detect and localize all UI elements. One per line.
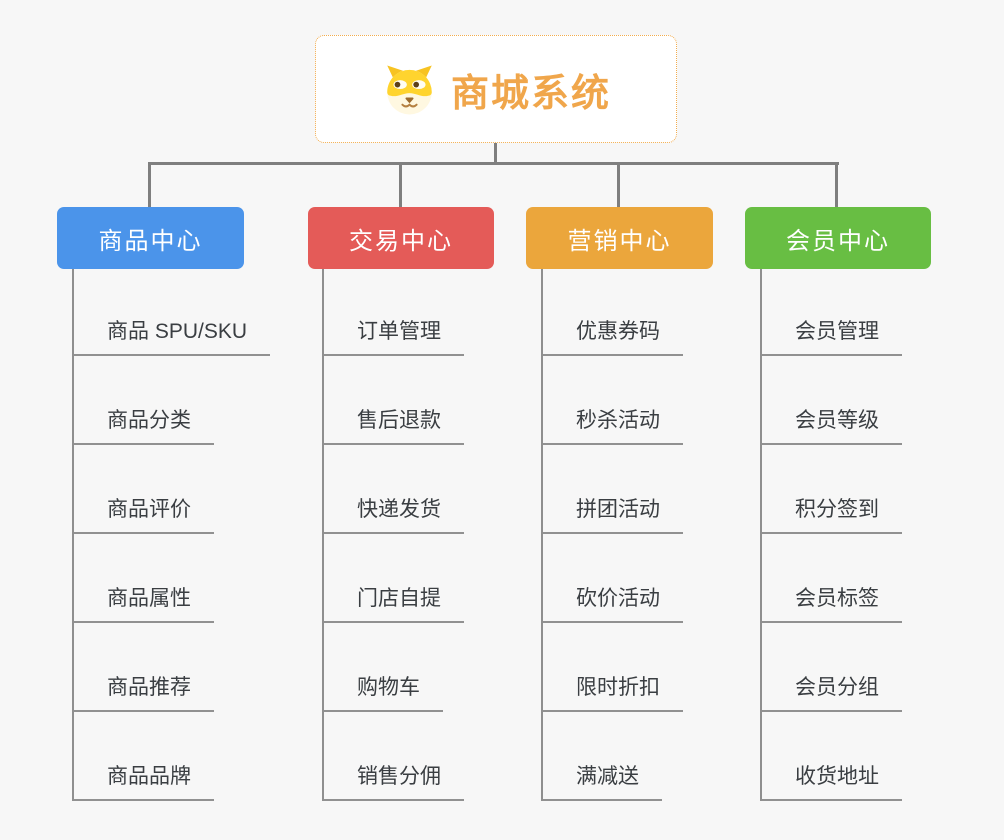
subtopic-node[interactable]: 满减送 [543, 712, 662, 801]
branch-node-member-center[interactable]: 会员中心 [745, 207, 931, 269]
subtopic-node[interactable]: 商品品牌 [74, 712, 214, 801]
connector-horizontal-bus [148, 162, 839, 165]
subtopic-node[interactable]: 优惠券码 [543, 267, 683, 356]
subtopic-node[interactable]: 积分签到 [762, 445, 902, 534]
branch-children-trade-center: 订单管理 售后退款 快递发货 门店自提 购物车 销售分佣 [322, 267, 464, 801]
root-node-label: 商城系统 [450, 72, 611, 115]
subtopic-node[interactable]: 会员管理 [762, 267, 902, 356]
subtopic-node[interactable]: 会员标签 [762, 534, 902, 623]
subtopic-node[interactable]: 销售分佣 [324, 712, 464, 801]
branch-node-marketing-center[interactable]: 营销中心 [526, 207, 713, 269]
connector-branch-stem [399, 162, 402, 210]
subtopic-node[interactable]: 商品推荐 [74, 623, 214, 712]
subtopic-node[interactable]: 商品 SPU/SKU [74, 267, 271, 356]
root-node[interactable]: 商城系统 [315, 35, 677, 143]
subtopic-node[interactable]: 快递发货 [324, 445, 464, 534]
connector-branch-stem [835, 162, 838, 210]
subtopic-node[interactable]: 门店自提 [324, 534, 464, 623]
branch-node-product-center[interactable]: 商品中心 [57, 207, 244, 269]
subtopic-node[interactable]: 会员分组 [762, 623, 902, 712]
branch-children-marketing-center: 优惠券码 秒杀活动 拼团活动 砍价活动 限时折扣 满减送 [541, 267, 683, 801]
subtopic-node[interactable]: 商品评价 [74, 445, 214, 534]
branch-children-product-center: 商品 SPU/SKU 商品分类 商品评价 商品属性 商品推荐 商品品牌 [72, 267, 271, 801]
subtopic-node[interactable]: 商品分类 [74, 356, 214, 445]
subtopic-node[interactable]: 会员等级 [762, 356, 902, 445]
subtopic-node[interactable]: 商品属性 [74, 534, 214, 623]
branch-children-member-center: 会员管理 会员等级 积分签到 会员标签 会员分组 收货地址 [760, 267, 902, 801]
subtopic-node[interactable]: 秒杀活动 [543, 356, 683, 445]
connector-branch-stem [617, 162, 620, 210]
subtopic-node[interactable]: 限时折扣 [543, 623, 683, 712]
subtopic-node[interactable]: 砍价活动 [543, 534, 683, 623]
connector-root-stem [494, 142, 497, 164]
shiba-dog-icon [381, 61, 438, 118]
connector-branch-stem [148, 162, 151, 210]
branch-node-trade-center[interactable]: 交易中心 [308, 207, 494, 269]
subtopic-node[interactable]: 购物车 [324, 623, 443, 712]
subtopic-node[interactable]: 拼团活动 [543, 445, 683, 534]
subtopic-node[interactable]: 订单管理 [324, 267, 464, 356]
subtopic-node[interactable]: 收货地址 [762, 712, 902, 801]
subtopic-node[interactable]: 售后退款 [324, 356, 464, 445]
